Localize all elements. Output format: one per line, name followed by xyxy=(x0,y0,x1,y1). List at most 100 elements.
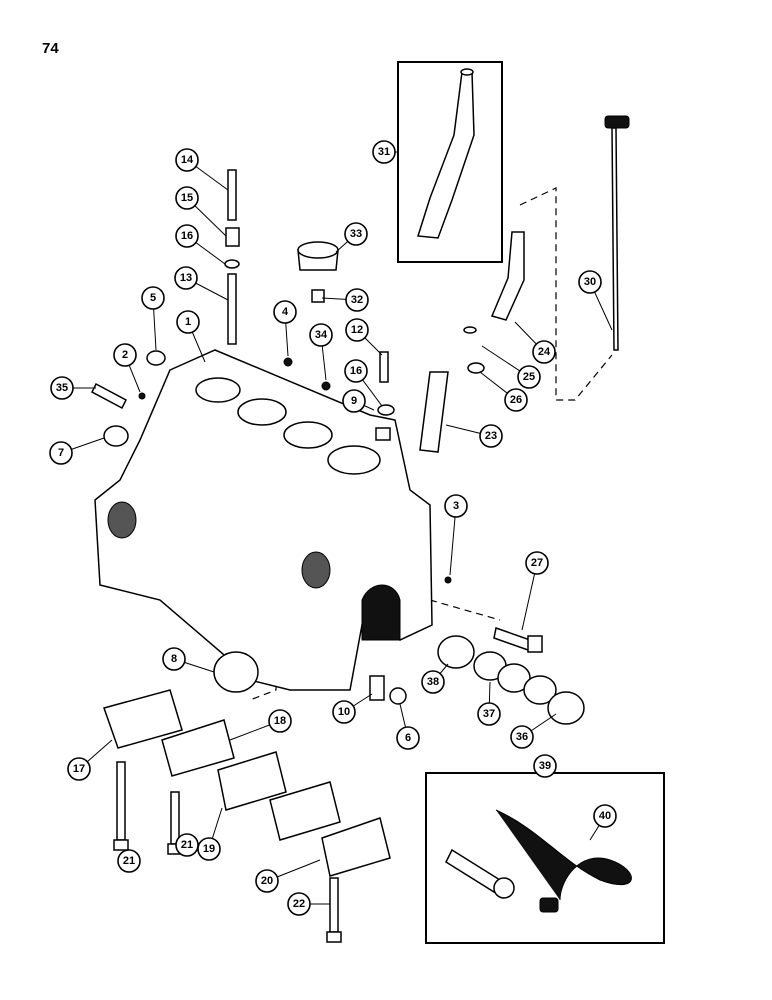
callout-label: 15 xyxy=(181,192,193,204)
callout-label: 5 xyxy=(150,292,156,304)
callout-20: 20 xyxy=(255,869,279,893)
callout-25: 25 xyxy=(517,365,541,389)
callout-label: 39 xyxy=(539,760,551,772)
callout-circle xyxy=(444,494,468,518)
inset-frame-tube xyxy=(397,61,503,263)
callout-30: 30 xyxy=(578,270,602,294)
engine-block-drawing xyxy=(94,349,433,691)
callout-label: 36 xyxy=(516,731,528,743)
callout-22: 22 xyxy=(287,892,311,916)
callout-circle xyxy=(162,647,186,671)
callout-label: 38 xyxy=(427,676,439,688)
callout-circle xyxy=(479,424,503,448)
page-number: 74 xyxy=(42,40,59,57)
callout-circle xyxy=(421,670,445,694)
callout-circle xyxy=(477,702,501,726)
callout-label: 7 xyxy=(58,447,64,459)
callout-10: 10 xyxy=(332,700,356,724)
bearing-cap-19-drawing xyxy=(217,751,287,811)
bearing-cap-18b-drawing xyxy=(269,781,341,841)
callout-1: 1 xyxy=(176,310,200,334)
callout-circle xyxy=(49,441,73,465)
callout-label: 34 xyxy=(315,329,328,341)
callout-circle xyxy=(50,376,74,400)
callout-label: 1 xyxy=(185,316,191,328)
callout-circle xyxy=(255,869,279,893)
callout-circle xyxy=(344,222,368,246)
callout-label: 3 xyxy=(453,500,459,512)
callout-circle xyxy=(532,340,556,364)
callout-label: 2 xyxy=(122,349,128,361)
callout-5: 5 xyxy=(141,286,165,310)
callout-label: 6 xyxy=(405,732,411,744)
callout-16: 16 xyxy=(344,359,368,383)
callout-32: 32 xyxy=(345,288,369,312)
callout-circle xyxy=(578,270,602,294)
callout-40: 40 xyxy=(593,804,617,828)
callout-circle xyxy=(504,388,528,412)
callout-circle xyxy=(525,551,549,575)
callout-8: 8 xyxy=(162,647,186,671)
callout-label: 4 xyxy=(282,306,289,318)
callout-21: 21 xyxy=(175,833,199,857)
callout-label: 18 xyxy=(274,715,286,727)
callout-34: 34 xyxy=(309,323,333,347)
callout-label: 12 xyxy=(351,324,363,336)
callout-9: 9 xyxy=(342,389,366,413)
callout-circle xyxy=(174,266,198,290)
callout-2: 2 xyxy=(113,343,137,367)
callout-3: 3 xyxy=(444,494,468,518)
callout-label: 37 xyxy=(483,708,495,720)
tube-23-drawing xyxy=(419,371,449,453)
dipstick-tube-drawing xyxy=(490,231,525,321)
callout-label: 17 xyxy=(73,763,85,775)
callout-4: 4 xyxy=(273,300,297,324)
callout-label: 13 xyxy=(180,272,192,284)
callout-label: 24 xyxy=(538,346,551,358)
callout-38: 38 xyxy=(421,670,445,694)
callout-label: 27 xyxy=(531,557,543,569)
callout-circle xyxy=(175,224,199,248)
callout-label: 8 xyxy=(171,653,177,665)
callout-26: 26 xyxy=(504,388,528,412)
callout-27: 27 xyxy=(525,551,549,575)
callout-label: 32 xyxy=(351,294,363,306)
callout-circle xyxy=(141,286,165,310)
callout-14: 14 xyxy=(175,148,199,172)
callout-label: 30 xyxy=(584,276,596,288)
heater-cord-drawing xyxy=(495,809,632,901)
callout-circle xyxy=(268,709,292,733)
callout-13: 13 xyxy=(174,266,198,290)
callout-label: 26 xyxy=(510,394,522,406)
callout-circle xyxy=(175,833,199,857)
callout-label: 35 xyxy=(56,382,68,394)
callout-circle xyxy=(517,365,541,389)
callout-label: 20 xyxy=(261,875,273,887)
callout-12: 12 xyxy=(345,318,369,342)
callout-label: 40 xyxy=(599,810,611,822)
callout-circle xyxy=(175,186,199,210)
callout-label: 25 xyxy=(523,371,535,383)
callout-36: 36 xyxy=(510,725,534,749)
callout-label: 21 xyxy=(123,855,135,867)
callout-circle xyxy=(372,140,396,164)
callout-circle xyxy=(113,343,137,367)
callout-label: 23 xyxy=(485,430,497,442)
callout-label: 19 xyxy=(203,843,215,855)
callout-21: 21 xyxy=(117,849,141,873)
callout-15: 15 xyxy=(175,186,199,210)
callout-circle xyxy=(176,310,200,334)
callout-label: 16 xyxy=(181,230,193,242)
callout-circle xyxy=(342,389,366,413)
callout-19: 19 xyxy=(197,837,221,861)
callout-circle xyxy=(345,288,369,312)
callout-circle xyxy=(309,323,333,347)
callout-18: 18 xyxy=(268,709,292,733)
callout-circle xyxy=(287,892,311,916)
callout-label: 9 xyxy=(351,395,357,407)
callout-label: 14 xyxy=(181,154,194,166)
callout-circle xyxy=(273,300,297,324)
callout-label: 31 xyxy=(378,146,390,158)
callout-label: 33 xyxy=(350,228,362,240)
bearing-cap-18a-drawing xyxy=(161,719,235,777)
